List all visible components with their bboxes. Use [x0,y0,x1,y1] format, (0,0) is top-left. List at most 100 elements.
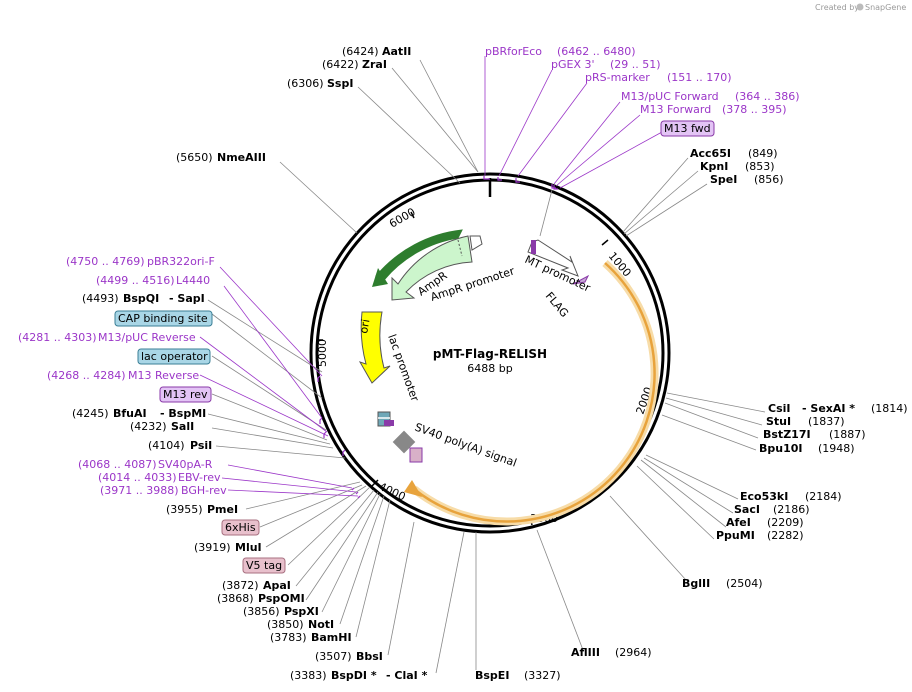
enzyme-bamhi-pos: (3783) [270,631,307,644]
6xhis-box [221,519,260,536]
cap-binding-site-box [114,310,213,327]
enzyme-sali: SalI [171,420,194,433]
enzyme-acc65i-pos: (849) [748,147,778,160]
enzyme-eco53ki: Eco53kI [740,490,788,503]
sv40-polya-block [409,447,423,463]
enzyme-zrai-pos: (6422) [322,58,359,71]
primer-sv40pa-r: SV40pA-R [158,458,213,471]
m13-rev-box [159,386,212,403]
primer-prs-marker-range: (151 .. 170) [667,71,732,84]
enzyme-afei: AfeI [726,516,751,529]
right-leader-lines [475,157,766,670]
enzyme-clai: - ClaI * [386,669,428,682]
left-leader-lines [207,59,479,674]
credit-brand: SnapGene [865,3,906,12]
mt-promoter-marker [531,240,536,254]
primer-leader-lines [199,56,663,497]
enzyme-apai: ApaI [263,579,291,592]
sv40-polya-label: SV40 poly(A) signal [413,421,518,470]
enzyme-csii: CsiI [768,402,790,415]
m13-rev-label: M13 rev [163,388,208,401]
primer-l4440-range: (4499 .. 4516) [96,274,175,287]
primer-l4440: L4440 [176,274,210,287]
enzyme-bspdi-pos: (3383) [290,669,327,682]
enzyme-bbsi-pos: (3507) [315,650,352,663]
v5-tag-label: V5 tag [246,559,282,572]
enzyme-afliii-pos: (2964) [615,646,652,659]
enzyme-stui: StuI [766,415,791,428]
enzyme-stui-pos: (1837) [808,415,845,428]
enzyme-eco53ki-pos: (2184) [805,490,842,503]
primer-sv40pa-r-range: (4068 .. 4087) [78,458,157,471]
enzyme-bfuai: BfuAI [113,407,147,420]
enzyme-afei-pos: (2209) [767,516,804,529]
enzyme-csii-pos: (1814) [871,402,908,415]
enzyme-bspqi-pos: (4493) [82,292,119,305]
primer-pbrforeco: pBRforEco [485,45,542,58]
enzyme-bpu10i-pos: (1948) [818,442,855,455]
enzyme-pmei: PmeI [207,503,238,516]
primer-ebv-rev-range: (4014 .. 4033) [98,471,177,484]
primer-m13puc-reverse: M13/pUC Reverse [98,331,196,344]
primer-prs-marker: pRS-marker [585,71,650,84]
enzyme-aatii: AatII [382,45,411,58]
enzyme-bspqi: BspQI [123,292,159,305]
enzyme-bstz17i: BstZ17I [763,428,811,441]
enzyme-pspxi-pos: (3856) [243,605,280,618]
enzyme-zrai: ZraI [362,58,387,71]
primer-pbrforeco-range: (6462 .. 6480) [557,45,636,58]
primer-pgex3-range: (29 .. 51) [610,58,661,71]
primer-bgh-rev-range: (3971 .. 3988) [100,484,179,497]
primer-pbr322ori-f-range: (4750 .. 4769) [66,255,145,268]
enzyme-saci: SacI [734,503,760,516]
enzyme-kpni-pos: (853) [745,160,775,173]
enzyme-spei-pos: (856) [754,173,784,186]
primer-bgh-rev: BGH-rev [181,484,227,497]
enzyme-psii-pos: (4104) [148,439,185,452]
enzyme-mlui: MluI [235,541,262,554]
primer-pbr322ori-f: pBR322ori-F [147,255,215,268]
flag-marker [572,274,590,285]
enzyme-psii: PsiI [190,439,212,452]
enzyme-pspomi: PspOMI [258,592,305,605]
enzyme-bspmi: - BspMI [160,407,206,420]
enzyme-bstz17i-pos: (1887) [829,428,866,441]
lac-promoter-label: lac promoter [385,333,421,404]
enzyme-pmei-pos: (3955) [166,503,203,516]
cap-binding-site-label: CAP binding site [118,312,208,325]
enzyme-afliii: AflIII [571,646,600,659]
enzyme-bpu10i: Bpu10I [759,442,803,455]
ampr-divider [457,239,463,257]
primer-m13-forward-range: (378 .. 395) [722,103,787,116]
tick-6000-line [410,211,415,219]
enzyme-nmeaiii: NmeAIII [217,151,266,164]
enzyme-spei: SpeI [710,173,737,186]
enzyme-sali-pos: (4232) [130,420,167,433]
ampr-promoter-arrow [469,235,483,251]
enzyme-aatii-pos: (6424) [342,45,379,58]
primer-m13puc-forward: M13/pUC Forward [621,90,719,103]
snapgene-logo-icon [856,3,864,11]
lac-primer-marker [384,420,394,426]
ampr-outer-arrow [372,268,388,287]
backbone-outer-ring [309,172,671,534]
m13-fwd-box [660,120,715,137]
enzyme-bglii: BglII [682,577,710,590]
enzyme-sspi-pos: (6306) [287,77,324,90]
flag-label: FLAG [543,290,571,320]
enzyme-bbsi: BbsI [356,650,383,663]
insert-arc-halo [411,260,659,526]
primer-m13-reverse-range: (4268 .. 4284) [47,369,126,382]
tick-4000-line [371,479,379,487]
insert-arrowhead [404,480,422,497]
m13-fwd-label: M13 fwd [664,122,711,135]
plasmid-name: pMT-Flag-RELISH [433,347,547,361]
ori-label: ori [357,318,372,334]
tick-label-4000: 4000 [377,480,408,504]
enzyme-bspei-pos: (3327) [524,669,561,682]
enzyme-noti: NotI [308,618,334,631]
enzyme-saci-pos: (2186) [773,503,810,516]
enzyme-bamhi: BamHI [311,631,352,644]
enzyme-ppumi: PpuMI [716,529,755,542]
